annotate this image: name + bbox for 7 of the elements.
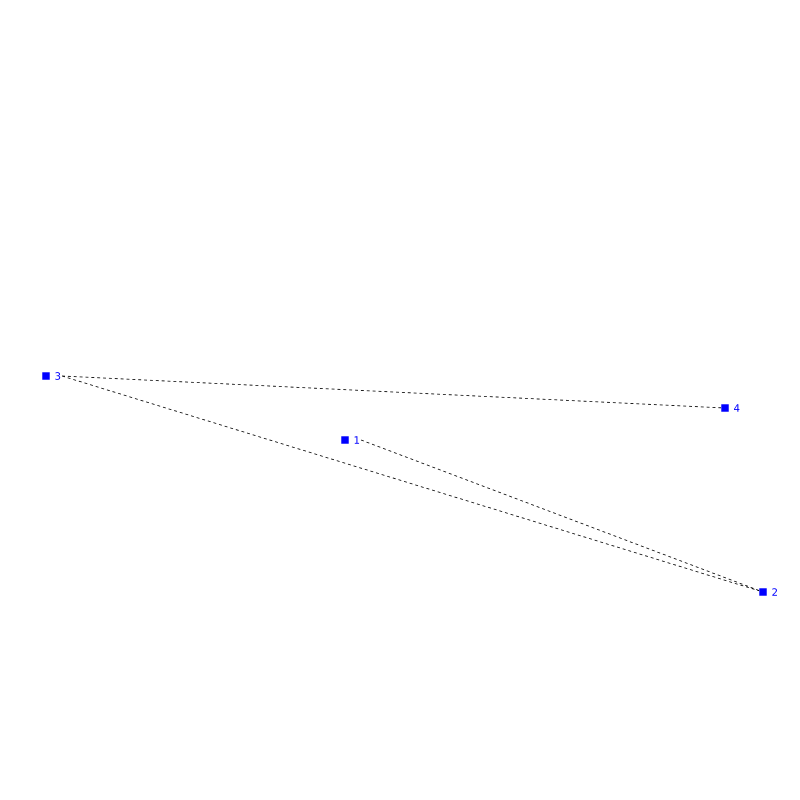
node-label: 3 — [55, 372, 60, 380]
node-label: 2 — [772, 588, 777, 596]
node-label: 4 — [734, 404, 740, 412]
connector-line — [62, 376, 722, 408]
connector-line — [360, 440, 760, 591]
node-label: 1 — [354, 436, 360, 444]
connector-line — [62, 376, 760, 592]
